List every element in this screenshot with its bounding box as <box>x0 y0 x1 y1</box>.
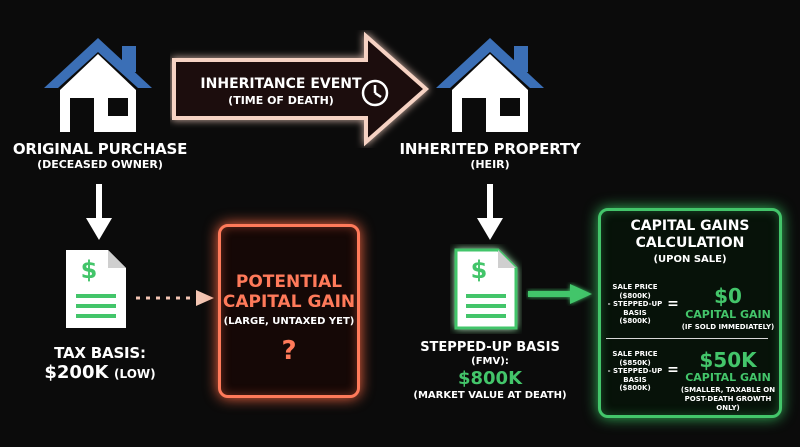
calc-divider <box>606 338 768 339</box>
calc-title-line1: CAPITAL GAINS <box>630 218 750 234</box>
formula-line: - STEPPED-UP <box>607 367 663 376</box>
formula-line: SALE PRICE <box>612 283 658 291</box>
tax-basis-note: (LOW) <box>114 367 156 381</box>
tax-basis-value-line: $200k (LOW) <box>5 362 195 383</box>
formula-line: BASIS <box>623 308 647 317</box>
inherited-property-subtitle: (HEIR) <box>470 158 510 171</box>
formula-line: ($800k) <box>619 291 651 300</box>
calc-row-label: CAPITAL GAIN <box>685 371 771 384</box>
calc-row-note: (IF SOLD IMMEDIATELY) <box>681 323 775 331</box>
stepped-up-basis-note: (MARKET VALUE AT DEATH) <box>413 390 567 401</box>
calc-row-equals: = <box>667 296 679 312</box>
calc-row-equals: = <box>667 362 679 378</box>
dollar-document-icon <box>454 248 518 330</box>
formula-line: ($850k) <box>619 358 651 367</box>
stepped-up-basis-sub: (FMV): <box>471 356 509 367</box>
calc-row-formula: SALE PRICE ($800k) - STEPPED-UP BASIS ($… <box>602 283 668 326</box>
original-purchase-title: ORIGINAL PURCHASE <box>12 140 188 158</box>
question-mark: ? <box>281 336 297 366</box>
calc-row-value: $0 <box>714 284 742 308</box>
calc-row-formula: SALE PRICE ($850k) - STEPPED-UP BASIS ($… <box>602 350 668 393</box>
clock-icon <box>361 79 389 107</box>
stepped-up-basis-value: $800k <box>457 368 523 389</box>
stepped-up-basis-label: STEPPED-UP BASIS <box>420 340 560 355</box>
calc-subtitle: (UPON SALE) <box>653 254 727 265</box>
dollar-document-icon <box>66 250 126 328</box>
left-doc-dollar: $ <box>80 256 98 284</box>
inheritance-event-subtitle: (TIME OF DEATH) <box>228 94 334 107</box>
formula-line: BASIS <box>623 375 647 384</box>
inheritance-event-title: INHERITANCE EVENT <box>200 76 362 92</box>
potential-line1: POTENTIAL <box>235 272 343 292</box>
calc-row-note: (SMALLER, TAXABLE ON POST-DEATH GROWTH O… <box>674 386 782 413</box>
capital-gains-calculation-box <box>598 208 782 418</box>
calc-row-value: $50k <box>699 348 757 372</box>
inherited-property-title: INHERITED PROPERTY <box>399 140 581 158</box>
potential-note: (LARGE, UNTAXED YET) <box>223 316 355 327</box>
formula-line: ($800k) <box>619 317 651 326</box>
formula-line: SALE PRICE <box>612 350 658 358</box>
potential-line2: CAPITAL GAIN <box>222 292 356 312</box>
calc-title-line2: CALCULATION <box>635 235 745 251</box>
calc-row-label: CAPITAL GAIN <box>685 308 771 321</box>
inheritance-arrow <box>172 31 430 147</box>
dotted-arrow <box>136 290 214 306</box>
formula-line: - STEPPED-UP <box>607 300 663 309</box>
tax-basis-value: $200k <box>44 362 109 383</box>
green-arrow <box>528 284 592 304</box>
down-arrow-left <box>86 184 112 240</box>
note-line: POST-DEATH GROWTH ONLY) <box>684 395 772 412</box>
note-line: (SMALLER, TAXABLE ON <box>680 386 776 394</box>
house-icon <box>44 38 152 132</box>
original-purchase-subtitle: (DECEASED OWNER) <box>37 158 163 171</box>
right-doc-dollar: $ <box>470 256 488 284</box>
down-arrow-right <box>477 184 503 240</box>
formula-line: ($800k) <box>619 384 651 393</box>
house-icon <box>436 38 544 132</box>
tax-basis-label: TAX BASIS: <box>54 344 146 362</box>
potential-capital-gain-box <box>218 224 360 398</box>
